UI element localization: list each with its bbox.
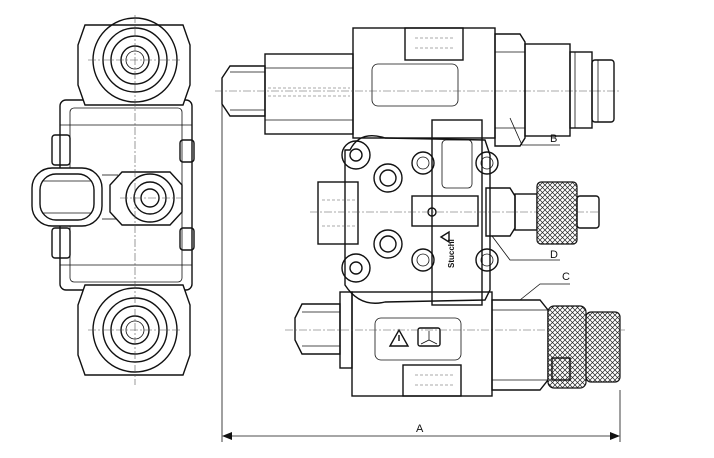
side-left-port (31, 167, 118, 227)
warning-triangle-icon (388, 328, 410, 347)
side-center-port (109, 171, 183, 226)
callout-d: D (491, 235, 560, 261)
coupling-c (491, 299, 621, 391)
front-view: Stucchi (215, 27, 625, 397)
callout-b: B (509, 117, 560, 146)
label-a: A (416, 423, 424, 435)
coupling-d (485, 181, 600, 245)
read-manual-icon (417, 327, 441, 347)
brand-label: Stucchi (447, 239, 456, 268)
top-male-fitting (221, 53, 354, 135)
label-c: C (562, 271, 570, 283)
coupling-b (494, 33, 615, 147)
callout-c: C (519, 271, 570, 301)
side-view (31, 15, 195, 385)
label-b: B (550, 133, 557, 145)
bottom-body-block (285, 291, 625, 397)
label-d: D (550, 249, 558, 261)
dimension-a: A (221, 92, 621, 442)
side-top-port (77, 17, 191, 106)
side-bottom-port (77, 284, 191, 376)
